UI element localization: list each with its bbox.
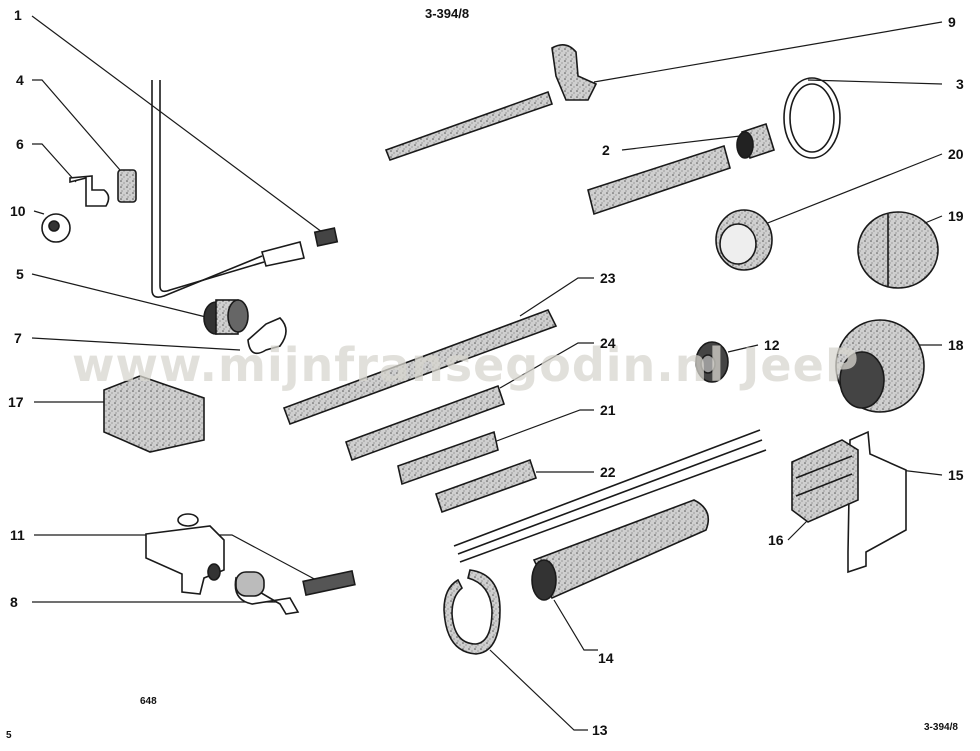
callout-16: 16: [768, 532, 784, 548]
part-6-clip: [69, 175, 110, 207]
leader-1: [31, 15, 331, 239]
leader-3: [807, 79, 943, 85]
leader-13: [489, 649, 588, 731]
part-11-bolt: [302, 570, 356, 596]
leader-23: [519, 277, 594, 317]
callout-24: 24: [600, 335, 616, 351]
callout-11: 11: [10, 527, 25, 543]
callout-6: 6: [16, 136, 24, 152]
part-14-hose: [531, 499, 710, 601]
leader-4: [32, 79, 121, 171]
part-5-grommet: [203, 299, 249, 335]
leader-14: [553, 599, 598, 651]
leader-11: [34, 534, 321, 583]
leader-6: [32, 143, 77, 183]
callout-20: 20: [948, 146, 964, 162]
callout-12: 12: [764, 337, 780, 353]
part-20-grommet: [715, 209, 773, 271]
callout-17: 17: [8, 394, 24, 410]
part-2-sleeve: [736, 122, 775, 160]
part-21-strip: [397, 430, 499, 486]
part-7-clamp: [247, 317, 287, 355]
corner-mark: 5: [6, 730, 12, 741]
callout-19: 19: [948, 208, 964, 224]
callout-13: 13: [592, 722, 608, 738]
callout-10: 10: [10, 203, 26, 219]
threaded-insert: [313, 227, 339, 247]
part-2-hose: [587, 144, 731, 216]
callout-15: 15: [948, 467, 964, 483]
long-tubes: [453, 429, 767, 563]
callout-18: 18: [948, 337, 964, 353]
leader-16: [787, 519, 809, 541]
callout-5: 5: [16, 266, 24, 282]
callout-3: 3: [956, 76, 964, 92]
part-24-strip: [344, 384, 506, 462]
callout-21: 21: [600, 402, 616, 418]
leader-2: [621, 135, 741, 151]
watermark-text: www.mijnfransegodin.nl JeeP: [72, 338, 860, 392]
leader-5: [31, 273, 211, 319]
part-15-bracket: [847, 430, 907, 574]
leader-10: [33, 210, 45, 215]
reference-top: 3-394/8: [425, 6, 470, 21]
part-23-strip: [282, 309, 558, 426]
part-9-tube-and-bracket: [384, 44, 598, 162]
part-16-grommet-block: [791, 439, 859, 523]
part-8-clamp: [234, 571, 300, 615]
leader-15: [899, 469, 943, 476]
callout-4: 4: [16, 72, 24, 88]
part-13-strap: [443, 569, 501, 655]
part-12-grommet: [695, 341, 729, 383]
leader-7: [31, 337, 241, 351]
part-4-sleeve: [117, 169, 137, 203]
callout-2: 2: [602, 142, 610, 158]
leader-12: [727, 344, 759, 353]
part-3-hose-clamp: [783, 77, 841, 159]
leader-9: [593, 21, 943, 83]
callout-22: 22: [600, 464, 616, 480]
page-code: 648: [140, 696, 157, 707]
part-11-tee-fitting: [145, 513, 225, 595]
reference-bottom: 3-394/8: [924, 722, 958, 733]
callout-14: 14: [598, 650, 614, 666]
part-18-boot: [835, 319, 925, 413]
leader-21: [493, 409, 594, 443]
part-19-plug: [857, 211, 939, 289]
part-10-washer: [41, 213, 71, 243]
cable-rod: [151, 80, 339, 298]
callout-1: 1: [14, 7, 22, 23]
callout-8: 8: [10, 594, 18, 610]
callout-7: 7: [14, 330, 22, 346]
part-17-block: [103, 375, 205, 453]
leader-24: [499, 342, 594, 389]
part-22-strip: [434, 458, 538, 514]
callout-9: 9: [948, 14, 956, 30]
leader-20: [759, 153, 943, 227]
callout-23: 23: [600, 270, 616, 286]
